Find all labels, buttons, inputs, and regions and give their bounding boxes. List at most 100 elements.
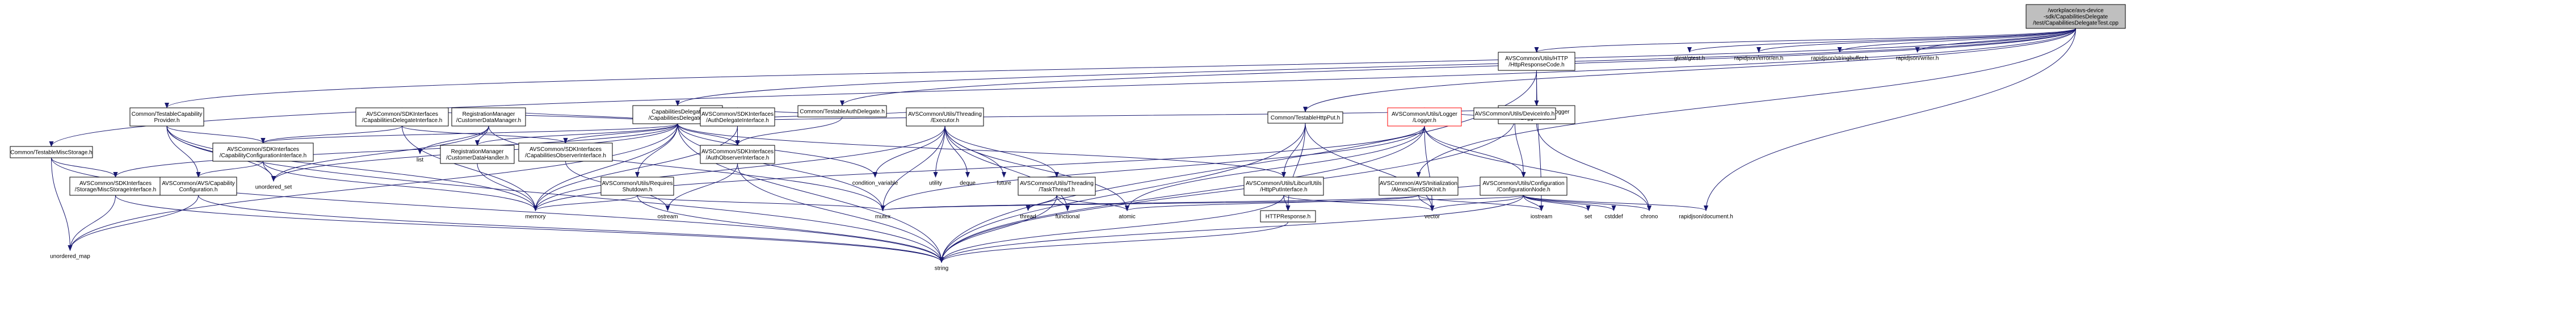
node-box-logger — [1387, 107, 1462, 127]
node-label-misciface-0: AVSCommon/SDKInterfaces — [79, 181, 152, 187]
node-executor[interactable]: AVSCommon/Utils/Threading/Executor.h — [906, 107, 984, 127]
edge-confignode-to-rjdoc — [1523, 195, 1708, 211]
node-capconfig[interactable]: AVSCommon/SDKInterfaces/CapabilityConfig… — [212, 142, 314, 162]
node-testmisc[interactable]: Common/TestableMiscStorage.h — [10, 146, 93, 158]
node-authdelif[interactable]: AVSCommon/SDKInterfaces/AuthDelegateInte… — [700, 107, 775, 127]
node-label-testhttp-0: Common/TestableHttpPut.h — [1271, 115, 1340, 121]
edge-alexainit-to-atomic — [1125, 195, 1419, 211]
node-label-misciface-1: /Storage/MiscStorageInterface.h — [75, 187, 156, 193]
node-avscapcfg[interactable]: AVSCommon/AVS/CapabilityConfiguration.h — [159, 177, 237, 196]
node-future: future — [997, 181, 1011, 187]
node-thread: thread — [1020, 214, 1036, 220]
node-regmgr[interactable]: RegistrationManager/CustomerDataManager.… — [451, 107, 526, 127]
node-devinfo[interactable]: AVSCommon/Utils/DeviceInfo.h — [1473, 107, 1556, 120]
node-confignode[interactable]: AVSCommon/Utils/Configuration/Configurat… — [1480, 177, 1568, 196]
node-label-libcurl-0: AVSCommon/Utils/LibcurlUtils — [1246, 181, 1322, 187]
edge-root-to-testmisc — [49, 28, 2076, 147]
node-label-regmgr-0: RegistrationManager — [463, 111, 515, 118]
node-label-httpcode-0: AVSCommon/Utils/HTTP — [1505, 56, 1568, 62]
node-alexainit[interactable]: AVSCommon/AVS/Initialization/AlexaClient… — [1379, 177, 1459, 196]
edge-testhttp-to-httpresp — [1285, 123, 1306, 211]
node-functional: functional — [1056, 214, 1080, 220]
node-root[interactable]: /workplace/avs-device-sdk/CapabilitiesDe… — [2025, 4, 2126, 29]
dependency-edges — [49, 28, 2076, 263]
node-string: string — [935, 266, 948, 272]
node-label-alexainit-0: AVSCommon/AVS/Initialization — [1380, 181, 1457, 187]
node-rjerror: rapidjson/error/en.h — [1734, 56, 1784, 62]
node-label-libcurl-1: /HttpPutInterface.h — [1260, 187, 1307, 193]
edge-capdelif-to-capobs — [402, 125, 568, 144]
node-misciface[interactable]: AVSCommon/SDKInterfaces/Storage/MiscStor… — [69, 177, 162, 196]
node-box-httpcode — [1498, 52, 1575, 71]
node-taskthread[interactable]: AVSCommon/Utils/Threading/TaskThread.h — [1018, 177, 1096, 196]
edge-testhttp-to-vector — [1305, 123, 1435, 211]
node-label-chrono-0: chrono — [1641, 214, 1658, 220]
node-box-confignode — [1480, 177, 1568, 196]
node-custdata[interactable]: RegistrationManager/CustomerDataHandler.… — [440, 145, 515, 164]
node-box-root — [2025, 4, 2126, 29]
node-ostream: ostream — [657, 214, 678, 220]
node-logger[interactable]: AVSCommon/Utils/Logger/Logger.h — [1387, 107, 1462, 127]
node-label-authobs-0: AVSCommon/SDKInterfaces — [701, 149, 774, 155]
node-label-memory-0: memory — [525, 214, 545, 220]
node-label-executor-1: /Executor.h — [931, 118, 959, 124]
node-testauth[interactable]: Common/TestableAuthDelegate.h — [797, 105, 887, 118]
node-label-deque-0: deque — [960, 181, 976, 187]
edge-authobs-to-ostream — [665, 163, 738, 211]
node-box-testmisc — [10, 146, 93, 158]
edge-executor-to-utility — [933, 125, 945, 178]
edge-testcap-to-capconfig — [166, 125, 266, 144]
node-authobs[interactable]: AVSCommon/SDKInterfaces/AuthObserverInte… — [700, 145, 775, 164]
node-libcurl[interactable]: AVSCommon/Utils/LibcurlUtils/HttpPutInte… — [1243, 177, 1324, 196]
node-label-reqshut-1: Shutdown.h — [623, 187, 653, 193]
node-label-testmisc-0: Common/TestableMiscStorage.h — [10, 150, 93, 156]
node-label-rjerror-0: rapidjson/error/en.h — [1734, 56, 1784, 62]
node-label-regmgr-1: /CustomerDataManager.h — [456, 118, 522, 124]
node-label-testcap-1: Provider.h — [154, 118, 179, 124]
edge-libcurl-to-string — [939, 195, 1284, 263]
edge-logger-to-memory — [533, 125, 1425, 211]
edge-regmgr-to-mutex — [488, 125, 885, 211]
edge-logger-to-mutex — [880, 125, 1425, 211]
edge-misciface-to-unordered_map — [68, 195, 116, 251]
edge-alexainit-to-mutex — [881, 195, 1419, 211]
node-set: set — [1585, 214, 1592, 220]
node-label-authdelif-1: /AuthDelegateInterface.h — [706, 118, 769, 124]
node-label-root-2: /test/CapabilitiesDelegateTest.cpp — [2033, 20, 2119, 27]
node-label-reqshut-0: AVSCommon/Utils/Requires — [602, 181, 673, 187]
edge-confignode-to-chrono — [1523, 195, 1652, 211]
node-capdelif[interactable]: AVSCommon/SDKInterfaces/CapabilitiesDele… — [355, 107, 449, 127]
edge-root-to-testauth — [840, 28, 2076, 106]
edge-reqshut-to-memory — [533, 195, 638, 211]
node-iostream: iostream — [1531, 214, 1552, 220]
node-label-capconfig-1: /CapabilityConfigurationInterface.h — [220, 153, 306, 159]
node-box-capobs — [518, 142, 613, 162]
node-deque: deque — [960, 181, 976, 187]
edge-logger-to-chrono — [1424, 125, 1652, 211]
edge-testcap-to-memory — [166, 125, 538, 211]
edge-testmisc-to-unordered_map — [51, 157, 73, 251]
node-cstddef: cstddef — [1604, 214, 1623, 220]
node-httpresp[interactable]: HTTPResponse.h — [1260, 210, 1316, 223]
node-box-authobs — [700, 145, 775, 164]
edge-testauth-to-authobs — [735, 116, 843, 146]
node-label-string-0: string — [935, 266, 948, 272]
node-chrono: chrono — [1641, 214, 1658, 220]
edge-root-to-rjerror — [1756, 28, 2076, 53]
edge-logger-to-confignode — [1424, 125, 1526, 178]
node-httpcode[interactable]: AVSCommon/Utils/HTTP/HttpResponseCode.h — [1498, 52, 1575, 71]
edge-executor-to-deque — [944, 125, 970, 178]
edge-capdel-to-string — [677, 123, 944, 263]
node-testhttp[interactable]: Common/TestableHttpPut.h — [1267, 111, 1343, 124]
node-label-rjsb-0: rapidjson/stringbuffer.h — [1811, 56, 1868, 62]
edge-alexainit-to-vector — [1418, 195, 1435, 211]
edge-capconfig-to-avscapcfg — [196, 161, 263, 178]
edge-executor-to-functional — [944, 125, 1070, 211]
node-label-capdel-0: CapabilitiesDelegate — [652, 109, 704, 115]
node-capobs[interactable]: AVSCommon/SDKInterfaces/CapabilitiesObse… — [518, 142, 613, 162]
edge-capdel-to-custdata — [475, 123, 678, 146]
edge-testhttp-to-string — [939, 123, 1306, 263]
edge-testcap-to-avscapcfg — [166, 125, 201, 178]
